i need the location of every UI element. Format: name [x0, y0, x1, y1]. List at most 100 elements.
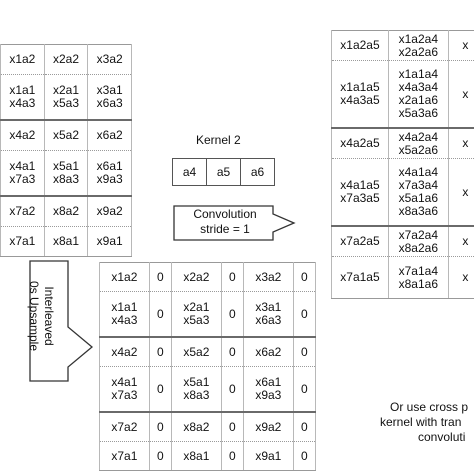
result-grid-cell: x7a2a5 — [331, 226, 389, 257]
convolution-label: Convolution stride = 1 — [180, 207, 270, 237]
result-grid-cell: x7a1a5 — [331, 256, 389, 299]
input-grid-cell-text: x9a1 — [96, 234, 123, 248]
upsampled-grid-cell-text: 0 — [229, 448, 236, 463]
result-grid-cell: x — [447, 60, 474, 129]
input-grid-cell-text: x7a2 — [9, 204, 36, 218]
upsampled-grid-cell-text: x7a2 — [111, 419, 138, 434]
result-grid-cell-text: x5a2a6 — [398, 142, 438, 157]
upsample-label: Interleaved 0s Upsample — [24, 256, 56, 376]
upsampled-grid-cell: 0 — [148, 262, 172, 292]
upsampled-grid-cell: 0 — [148, 337, 172, 367]
upsampled-grid-cell: 0 — [292, 441, 317, 471]
upsampled-grid-cell: x3a2 — [242, 262, 294, 292]
note-line3: convoluti — [418, 430, 466, 444]
input-grid-cell-text: x3a2 — [96, 52, 123, 66]
upsampled-grid-cell-text: 0 — [301, 306, 308, 321]
upsample-label-line1: Interleaved — [42, 286, 56, 346]
input-grid-row: x1a2 x2a2 x3a2 — [0, 44, 132, 75]
upsampled-grid-cell-text: x4a1 — [111, 375, 138, 389]
upsampled-grid-cell-text: 0 — [157, 448, 164, 463]
input-grid-cell-text: x6a1 — [96, 159, 123, 173]
input-grid-cell: x1a2 — [0, 44, 45, 75]
upsampled-grid-cell-text: 0 — [229, 269, 236, 284]
upsampled-grid-cell-text: x1a1 — [111, 300, 138, 314]
upsampled-grid-cell: 0 — [220, 441, 244, 471]
input-grid-cell: x9a2 — [87, 196, 132, 227]
result-grid-cell: x — [447, 128, 474, 159]
upsampled-grid-cell-text: 0 — [301, 419, 308, 434]
result-grid-cell-text: x — [462, 136, 469, 150]
input-grid-cell: x2a2 — [43, 44, 89, 75]
result-grid-cell-text: x7a1a4 — [398, 263, 438, 278]
input-grid-cell-text: x8a2 — [52, 204, 79, 218]
input-grid-cell: x6a2 — [87, 120, 132, 151]
result-grid-cell-text: x7a3a4 — [398, 178, 438, 192]
upsampled-grid-cell-text: x8a1 — [183, 448, 210, 463]
result-grid-cell: x — [447, 226, 474, 257]
input-grid-cell-text: x8a1 — [52, 234, 79, 248]
upsampled-grid-cell: x9a2 — [242, 412, 294, 442]
upsampled-grid-cell: 0 — [292, 262, 317, 292]
upsampled-grid-cell: 0 — [292, 291, 317, 338]
result-grid-cell-text: x2a2a6 — [398, 44, 438, 59]
input-grid-cell-text: x2a2 — [52, 52, 79, 66]
upsampled-grid-cell-text: x3a2 — [255, 269, 282, 284]
note-line2: kernel with tran — [380, 415, 462, 429]
upsampled-grid-cell-text: x6a2 — [255, 344, 282, 359]
upsampled-grid-cell-text: x7a3 — [111, 388, 138, 402]
input-grid-cell-text: x2a1 — [52, 83, 79, 97]
upsampled-grid-cell-text: x2a1 — [183, 300, 210, 314]
note-text: Or use cross p kernel with tran convolut… — [380, 400, 468, 445]
result-grid-cell-text: x5a3a6 — [398, 106, 438, 120]
kernel-value-a4: a4 — [172, 158, 207, 186]
upsampled-grid-cell-text: 0 — [157, 344, 164, 359]
upsampled-grid-cell-text: 0 — [301, 448, 308, 463]
result-grid-cell: x1a2a5 — [331, 30, 389, 61]
result-grid-cell-text: x5a1a6 — [398, 191, 438, 205]
upsampled-grid-cell-text: x5a2 — [183, 344, 210, 359]
upsampled-grid-cell-text: x9a3 — [255, 388, 282, 402]
upsampled-grid-cell: 0 — [220, 412, 244, 442]
input-grid-cell: x8a2 — [43, 196, 89, 227]
upsampled-grid-cell-text: x5a1 — [183, 375, 210, 389]
kernel-value-a6: a6 — [240, 158, 275, 186]
upsampled-grid-cell-text: x8a2 — [183, 419, 210, 434]
result-grid-cell: x — [447, 30, 474, 61]
input-grid-cell-text: x9a3 — [96, 172, 123, 186]
upsampled-grid-cell: 0 — [292, 412, 317, 442]
upsampled-grid-cell-text: x4a3 — [111, 313, 138, 327]
upsampled-grid-cell-text: 0 — [157, 419, 164, 434]
upsampled-grid-cell-text: x4a2 — [111, 344, 138, 359]
upsample-arrow — [29, 260, 94, 382]
input-grid-cell: x7a2 — [0, 196, 45, 227]
input-grid-cell: x8a1 — [43, 226, 89, 257]
upsampled-grid-cell: x7a1 — [99, 441, 150, 471]
kernel-title: Kernel 2 — [196, 133, 241, 147]
upsampled-grid-cell-text: 0 — [229, 344, 236, 359]
result-grid-cell-text: x8a2a6 — [398, 240, 438, 255]
upsampled-grid-cell: 0 — [220, 291, 244, 338]
upsampled-grid-cell: x9a1 — [242, 441, 294, 471]
input-grid-cell-text: x5a2 — [52, 128, 79, 142]
upsampled-grid-cell-text: 0 — [229, 419, 236, 434]
